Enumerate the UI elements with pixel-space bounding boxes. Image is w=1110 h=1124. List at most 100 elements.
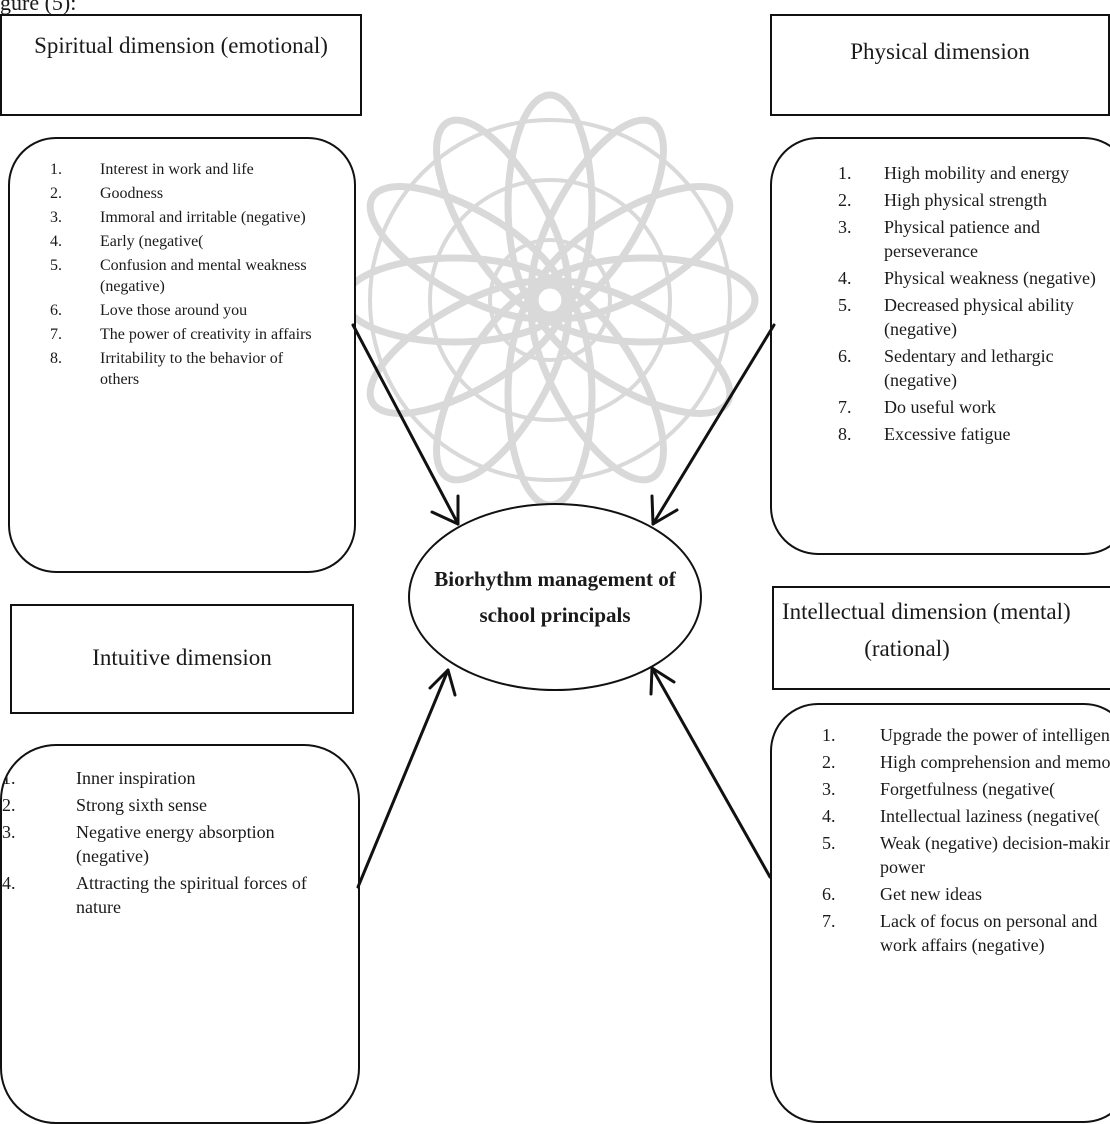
physical-dimension-box: 1. High mobility and energy 2. High physica… (770, 137, 1110, 555)
list-item: 3. Negative energy absorption (negative) (2, 820, 318, 868)
list-item: 3. Physical patience and perseverance (838, 215, 1110, 263)
list-item-number: 6. (838, 346, 852, 366)
intellectual-dimension-subtitle: (rational) (864, 635, 950, 661)
list-item-text: Upgrade the power of intelligence (880, 725, 1110, 745)
arrow-intuitive-to-center (356, 668, 457, 889)
list-item-text: Strong sixth sense (76, 795, 208, 815)
list-item-number: 6. (50, 302, 62, 319)
list-item-text: High mobility and energy (884, 163, 1070, 183)
connector-arrows (351, 323, 776, 889)
list-item-text: Weak (negative) decision-making power (880, 833, 1110, 877)
list-item-text: Intellectual laziness (negative( (880, 806, 1100, 826)
physical-dimension-title: Physical dimension (850, 39, 1030, 64)
list-item-text: Physical weakness (negative) (884, 268, 1096, 288)
list-item: 1. High mobility and energy (838, 161, 1110, 185)
list-item-text: Decreased physical ability (negative) (884, 295, 1074, 339)
list-item: 3. Forgetfulness (negative( (822, 777, 1110, 801)
list-item: 5. Weak (negative) decision-making power (822, 831, 1110, 879)
list-item: 4. Physical weakness (negative) (838, 266, 1110, 290)
list-item-number: 7. (50, 326, 62, 343)
list-item-text: Love those around you (100, 302, 248, 319)
list-item-text: Lack of focus on personal and work affai… (880, 911, 1098, 955)
list-item-number: 5. (838, 295, 852, 315)
list-item-number: 2. (2, 795, 16, 815)
list-item: 4.Attracting the spiritual forces of nat… (2, 871, 318, 919)
list-item-number: 5. (822, 833, 836, 853)
list-item: 6. Get new ideas (822, 882, 1110, 906)
list-item: 6. Love those around you (50, 300, 312, 321)
list-item: 7. The power of creativity in affairs (50, 324, 312, 345)
list-item-number: 2. (838, 190, 852, 210)
list-item-number: 2. (50, 185, 62, 202)
list-item-text: Forgetfulness (negative( (880, 779, 1056, 799)
list-item: 6. Sedentary and lethargic (negative) (838, 344, 1110, 392)
list-item-text: Negative energy absorption (negative) (76, 822, 275, 866)
list-item-text: Confusion and mental weakness (negative) (100, 257, 307, 295)
intellectual-dimension-title: Intellectual dimension (mental) (782, 599, 1071, 624)
list-item: 3.Immoral and irritable (negative) (50, 207, 312, 228)
list-item-text: Early (negative( (100, 233, 204, 250)
list-item-number: 8. (50, 350, 62, 367)
physical-dimension-list: 1. High mobility and energy 2. High physica… (838, 161, 1110, 446)
list-item-number: 7. (822, 911, 836, 931)
arrow-intellectual-to-center (649, 666, 772, 879)
list-item: 4. Intellectual laziness (negative( (822, 804, 1110, 828)
list-item: 2.High comprehension and memory (822, 750, 1110, 774)
list-item-text: High physical strength (884, 190, 1047, 210)
center-concept-title: Biorhythm management of school principal… (434, 567, 676, 627)
list-item-number: 1. (838, 163, 852, 183)
list-item-text: Irritability to the behavior of others (100, 350, 284, 388)
list-item-text: Inner inspiration (76, 768, 196, 788)
list-item: 1. Interest in work and life (50, 159, 312, 180)
list-item-text: Interest in work and life (100, 161, 254, 178)
list-item-number: 3. (822, 779, 836, 799)
list-item-number: 4. (50, 233, 62, 250)
intuitive-dimension-header: Intuitive dimension (10, 604, 354, 714)
list-item: 5. Confusion and mental weakness (negativ… (50, 255, 312, 297)
list-item-text: Attracting the spiritual forces of natur… (76, 873, 307, 917)
list-item-number: 7. (838, 397, 852, 417)
list-item: 8. Excessive fatigue (838, 422, 1110, 446)
list-item-number: 4. (838, 268, 852, 288)
list-item: 4. Early (negative( (50, 231, 312, 252)
list-item-number: 5. (50, 257, 62, 274)
intellectual-dimension-box: 1. Upgrade the power of intelligence 2.Hig… (770, 703, 1110, 1123)
list-item-number: 8. (838, 424, 852, 444)
list-item-number: 2. (822, 752, 836, 772)
caption-fragment: gure (5): (0, 0, 77, 15)
list-item-text: Excessive fatigue (884, 424, 1011, 444)
list-item-number: 3. (50, 209, 62, 226)
intuitive-dimension-title: Intuitive dimension (92, 645, 272, 670)
spiritual-dimension-header: Spiritual dimension (emotional) (0, 14, 362, 116)
list-item-number: 3. (838, 217, 852, 237)
list-item: 2. High physical strength (838, 188, 1110, 212)
list-item-number: 1. (822, 725, 836, 745)
list-item-text: The power of creativity in affairs (100, 326, 312, 343)
intellectual-dimension-list: 1. Upgrade the power of intelligence 2.Hig… (822, 723, 1110, 957)
list-item: 7. Do useful work (838, 395, 1110, 419)
physical-dimension-header: Physical dimension (770, 14, 1110, 116)
list-item-number: 6. (822, 884, 836, 904)
arrow-physical-to-center (650, 323, 776, 526)
list-item-number: 4. (822, 806, 836, 826)
list-item: 8. Irritability to the behavior of others (50, 348, 312, 390)
list-item: 1. Upgrade the power of intelligence (822, 723, 1110, 747)
center-concept-ellipse: Biorhythm management of school principal… (408, 503, 702, 691)
list-item: 2. Goodness (50, 183, 312, 204)
list-item-text: Do useful work (884, 397, 996, 417)
list-item-number: 3. (2, 822, 16, 842)
list-item-text: Physical patience and perseverance (884, 217, 1040, 261)
list-item-text: Get new ideas (880, 884, 982, 904)
list-item: 2. Strong sixth sense (2, 793, 318, 817)
spiritual-dimension-title: Spiritual dimension (emotional) (34, 33, 328, 58)
list-item: 7. Lack of focus on personal and work aff… (822, 909, 1110, 957)
list-item-number: 1. (50, 161, 62, 178)
list-item-text: Goodness (100, 185, 164, 202)
intellectual-dimension-header: Intellectual dimension (mental) (rationa… (772, 586, 1110, 690)
list-item: 5. Decreased physical ability (negative) (838, 293, 1110, 341)
list-item-text: Sedentary and lethargic (negative) (884, 346, 1054, 390)
